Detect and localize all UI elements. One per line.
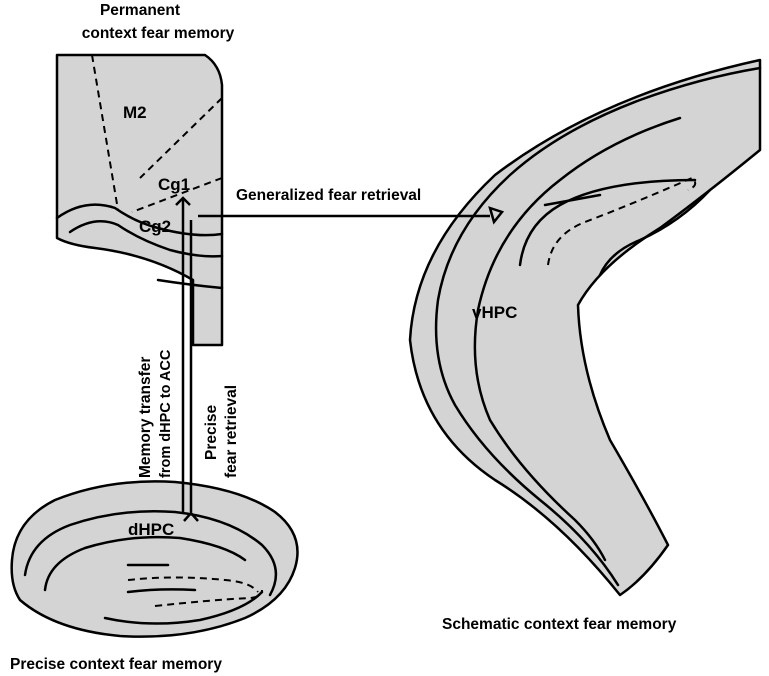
acc-title-line2: context fear memory — [82, 25, 235, 42]
dhpc-outer-layer — [23, 509, 278, 597]
vhpc-label: vHPC — [472, 303, 517, 322]
precise-retrieval-sublabel: fear retrieval — [223, 385, 240, 478]
memory-transfer-sublabel: from dHPC to ACC — [158, 349, 174, 478]
schematic-caption: Schematic context fear memory — [442, 616, 677, 633]
precise-caption: Precise context fear memory — [10, 656, 222, 673]
dhpc-dentate-mid — [126, 588, 197, 594]
dhpc-inner-layer — [103, 590, 264, 625]
dhpc-section: dHPC — [10, 480, 299, 638]
vhpc-section: vHPC — [408, 58, 762, 597]
acc-region — [55, 53, 224, 347]
m2-boundary-dashed — [91, 54, 119, 211]
vhpc-region — [408, 58, 762, 597]
precise-retrieval-label: Precise — [203, 404, 220, 460]
dhpc-label: dHPC — [128, 520, 174, 539]
cg1-terminal — [175, 196, 191, 206]
dhpc-region — [10, 480, 299, 638]
vhpc-pyramidal-layer — [473, 116, 682, 562]
dhpc-dentate-dashed-2 — [154, 589, 263, 607]
svg-text:fear retrieval: fear retrieval — [223, 385, 240, 478]
cg2-label: Cg2 — [139, 217, 171, 236]
vhpc-outer-layer — [434, 66, 762, 587]
svg-text:from dHPC to ACC: from dHPC to ACC — [158, 349, 174, 478]
vhpc-dentate-dashed — [547, 176, 697, 266]
cg1-label: Cg1 — [158, 175, 190, 194]
acc-title: Permanent — [100, 2, 180, 19]
white-matter-lower-boundary — [68, 220, 224, 258]
acc-section: M2 Cg1 Cg2 — [55, 53, 224, 347]
vhpc-dentate-lower — [598, 188, 712, 277]
vhpc-inner-layer — [518, 178, 697, 267]
dhpc-terminal — [183, 511, 199, 522]
m2-label: M2 — [123, 103, 147, 122]
svg-text:Precise: Precise — [203, 404, 220, 460]
dhpc-dentate-dashed-1 — [127, 576, 259, 593]
vhpc-dentate-upper — [543, 193, 602, 207]
vhpc-terminal — [488, 206, 505, 225]
white-matter-band — [55, 203, 224, 237]
cg1-cg2-boundary-dashed — [131, 177, 223, 213]
generalized-retrieval-label: Generalized fear retrieval — [236, 187, 421, 204]
dhpc-pyramidal-layer — [43, 535, 247, 592]
svg-text:Memory transfer: Memory transfer — [137, 357, 154, 478]
memory-transfer-label: Memory transfer — [137, 357, 154, 478]
